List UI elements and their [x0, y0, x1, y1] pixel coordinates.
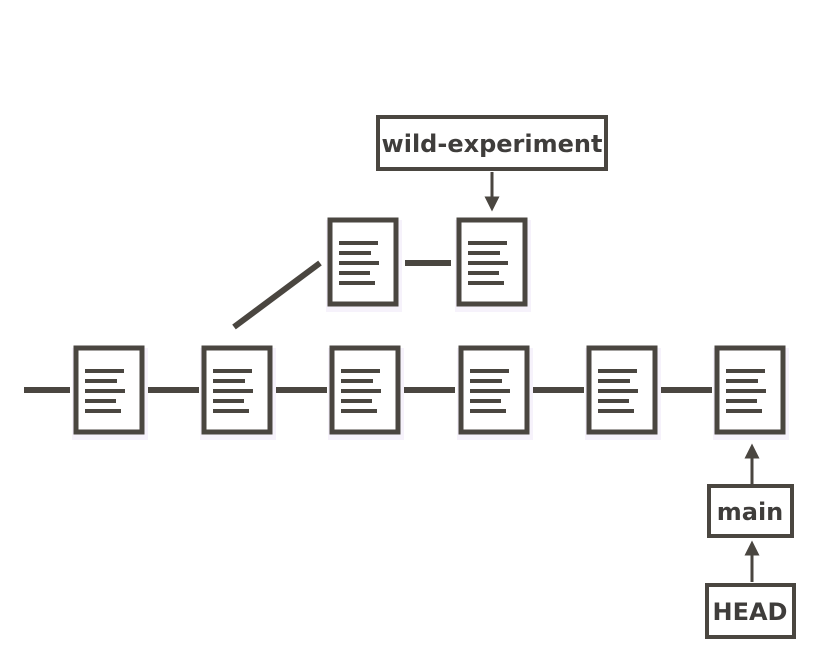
branch-label-wild-experiment: wild-experiment — [376, 115, 608, 171]
branch-label-main-text: main — [717, 498, 784, 526]
head-label-text: HEAD — [713, 598, 788, 626]
commit-main-2 — [200, 345, 276, 440]
commit-branch-2 — [455, 217, 531, 312]
branch-connectors — [232, 260, 451, 330]
commit-main-1 — [72, 345, 148, 440]
commit-main-6 — [713, 345, 789, 440]
branch-diagonal-connector — [232, 260, 322, 330]
commit-branch-1 — [326, 217, 402, 312]
branch-label-main: main — [707, 484, 794, 538]
head-label: HEAD — [705, 583, 796, 639]
commit-main-5 — [585, 345, 661, 440]
commit-main-3 — [328, 345, 404, 440]
branch-label-wild-experiment-text: wild-experiment — [382, 130, 603, 158]
commit-main-4 — [457, 345, 533, 440]
